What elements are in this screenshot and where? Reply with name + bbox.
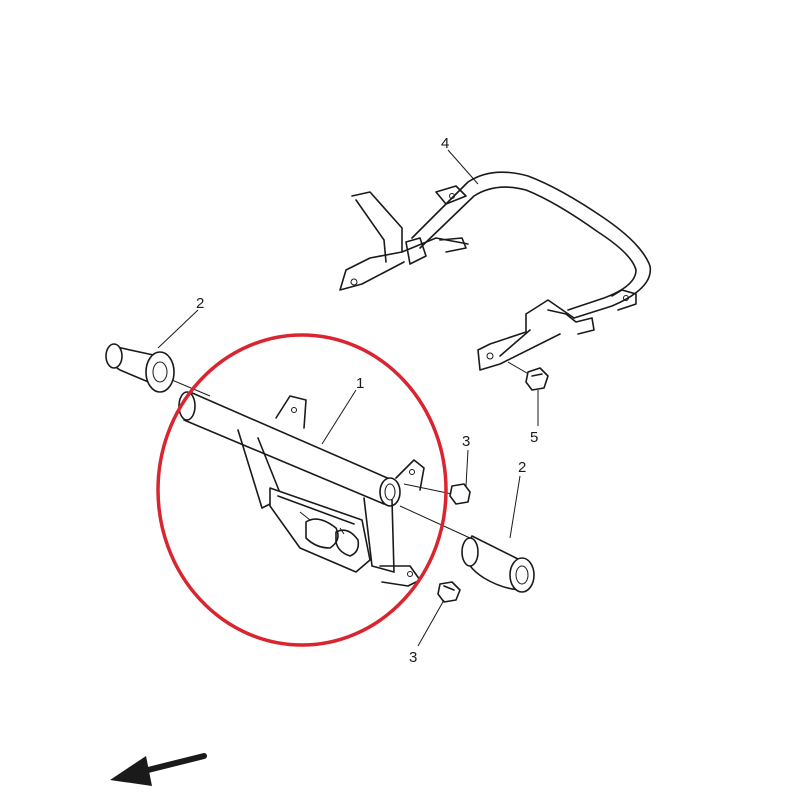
callout-2-left: 2	[196, 295, 204, 312]
callout-2-right: 2	[518, 459, 526, 476]
callout-3-upper: 3	[462, 433, 470, 450]
callout-1: 1	[356, 375, 364, 392]
part-2-right-cap	[399, 505, 535, 593]
highlight-circle	[156, 333, 448, 647]
callout-5: 5	[530, 429, 538, 446]
leader-lines	[157, 149, 539, 647]
arrow-lower-left-icon	[110, 753, 207, 786]
part-3-upper-bolt	[403, 483, 471, 505]
part-1-front-bumper	[178, 391, 425, 587]
part-4-frame	[339, 171, 652, 371]
part-5-bolt	[507, 361, 549, 391]
callout-3-lower: 3	[409, 649, 417, 666]
part-2-left-cap	[105, 343, 211, 397]
callout-4: 4	[441, 135, 449, 152]
part-3-lower-bolt	[437, 581, 461, 603]
